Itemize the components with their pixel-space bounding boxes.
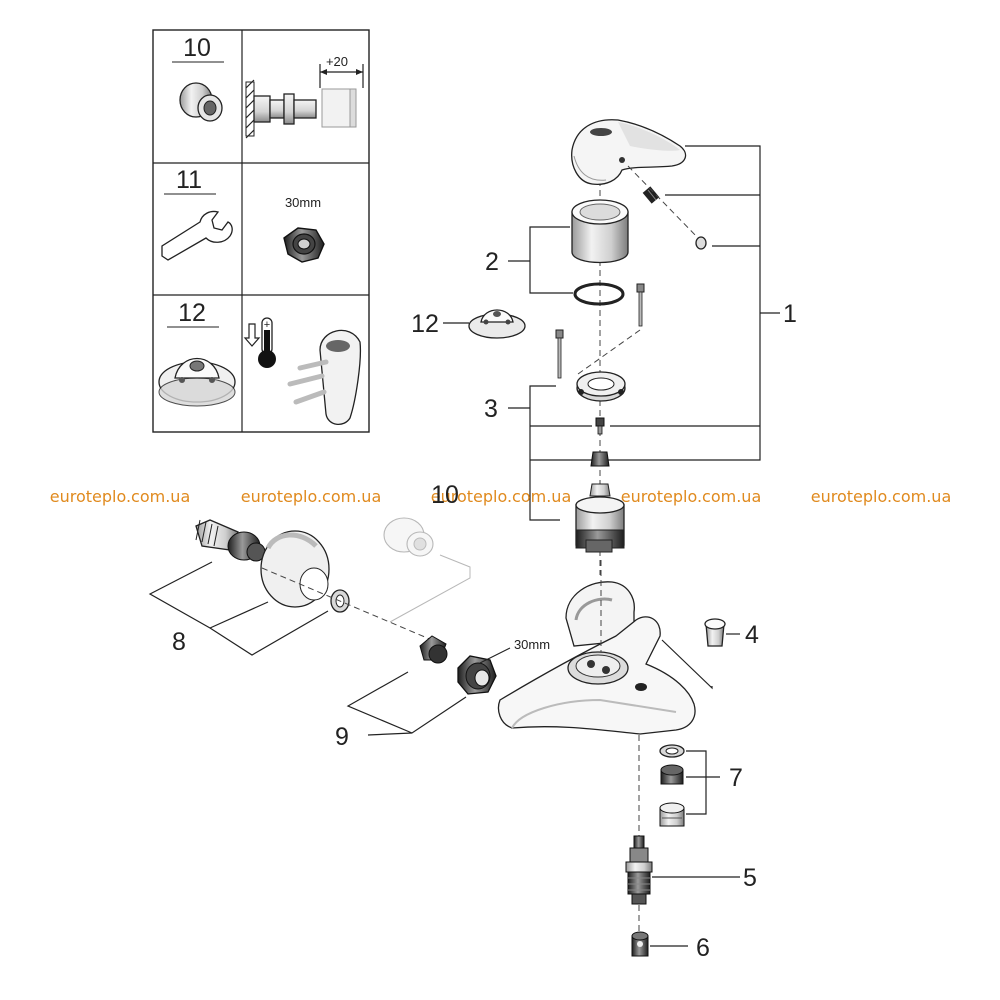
screw-axis [627, 165, 701, 241]
callout-10: 10 [431, 481, 459, 509]
lever-handle [571, 119, 687, 186]
watermark: euroteplo.com.ua [241, 487, 382, 506]
adapter-icon [179, 82, 223, 122]
lever-handle-icon [287, 329, 362, 425]
callout-7: 7 [729, 764, 743, 792]
dimension-plus-20: +20 [326, 54, 348, 69]
thermometer-icon: + [243, 317, 276, 368]
spindle-adapter [589, 483, 611, 497]
optional-part-leader [389, 554, 471, 623]
svg-text:+: + [264, 319, 270, 331]
watermark: euroteplo.com.ua [431, 487, 572, 506]
callout-2: 2 [485, 248, 499, 276]
legend-number-11: 11 [176, 166, 202, 194]
nut-size-label: 30mm [514, 637, 550, 652]
wall-adapter-section-icon [245, 64, 364, 139]
callout-6: 6 [696, 934, 710, 962]
connector-axis [261, 567, 433, 641]
wrench-size-label: 30mm [285, 195, 321, 210]
legend-border [152, 29, 370, 433]
watermark: euroteplo.com.ua [811, 487, 952, 506]
seal-washer [659, 744, 685, 758]
callout-3-leaders [508, 385, 592, 521]
legend-table: 10 +20 11 [152, 29, 370, 433]
callout-2-leaders [508, 226, 573, 294]
watermark-row: euroteplo.com.ua euroteplo.com.ua eurote… [50, 487, 952, 506]
callout-1-leaders [530, 145, 780, 461]
reducer-nut [660, 764, 684, 785]
threaded-nipple [419, 635, 448, 664]
wall-rosette [260, 530, 330, 608]
small-screw [595, 417, 605, 435]
callout-5: 5 [743, 864, 757, 892]
long-screw [636, 283, 645, 327]
callout-1: 1 [783, 300, 797, 328]
watermark: euroteplo.com.ua [621, 487, 762, 506]
long-screw [555, 329, 564, 379]
union-nut [457, 655, 497, 695]
watermark: euroteplo.com.ua [50, 487, 191, 506]
blanking-plug [704, 618, 726, 647]
valve-cartridge [625, 835, 653, 905]
spindle-clip [590, 451, 610, 467]
cartridge-insert [631, 931, 649, 957]
escutcheon [468, 309, 526, 339]
dimension-leader [479, 647, 511, 664]
legend-number-12: 12 [178, 299, 206, 327]
screw-cap [695, 236, 707, 250]
cover-cap [571, 199, 629, 264]
callout-4: 4 [745, 621, 759, 649]
cartridge-sleeve [575, 496, 625, 553]
locking-ring [576, 371, 626, 402]
callout-8-leaders [148, 561, 329, 656]
optional-extension-adapter [383, 517, 434, 557]
mixer-body [497, 581, 696, 735]
screw-axis [577, 329, 641, 375]
callout-8: 8 [172, 628, 186, 656]
aerator [659, 802, 685, 827]
callout-9: 9 [335, 723, 349, 751]
wrench-icon [161, 210, 233, 261]
escutcheon-icon [158, 357, 236, 407]
o-ring [573, 282, 625, 306]
plug-leader [661, 639, 713, 690]
callout-7-leaders [686, 750, 720, 815]
callout-12: 12 [411, 310, 439, 338]
hex-nut-icon [283, 227, 325, 263]
set-screw [642, 186, 660, 204]
s-union-connector [195, 519, 266, 562]
legend-number-10: 10 [183, 34, 211, 62]
callout-9-leaders [346, 671, 467, 736]
callout-3: 3 [484, 395, 498, 423]
